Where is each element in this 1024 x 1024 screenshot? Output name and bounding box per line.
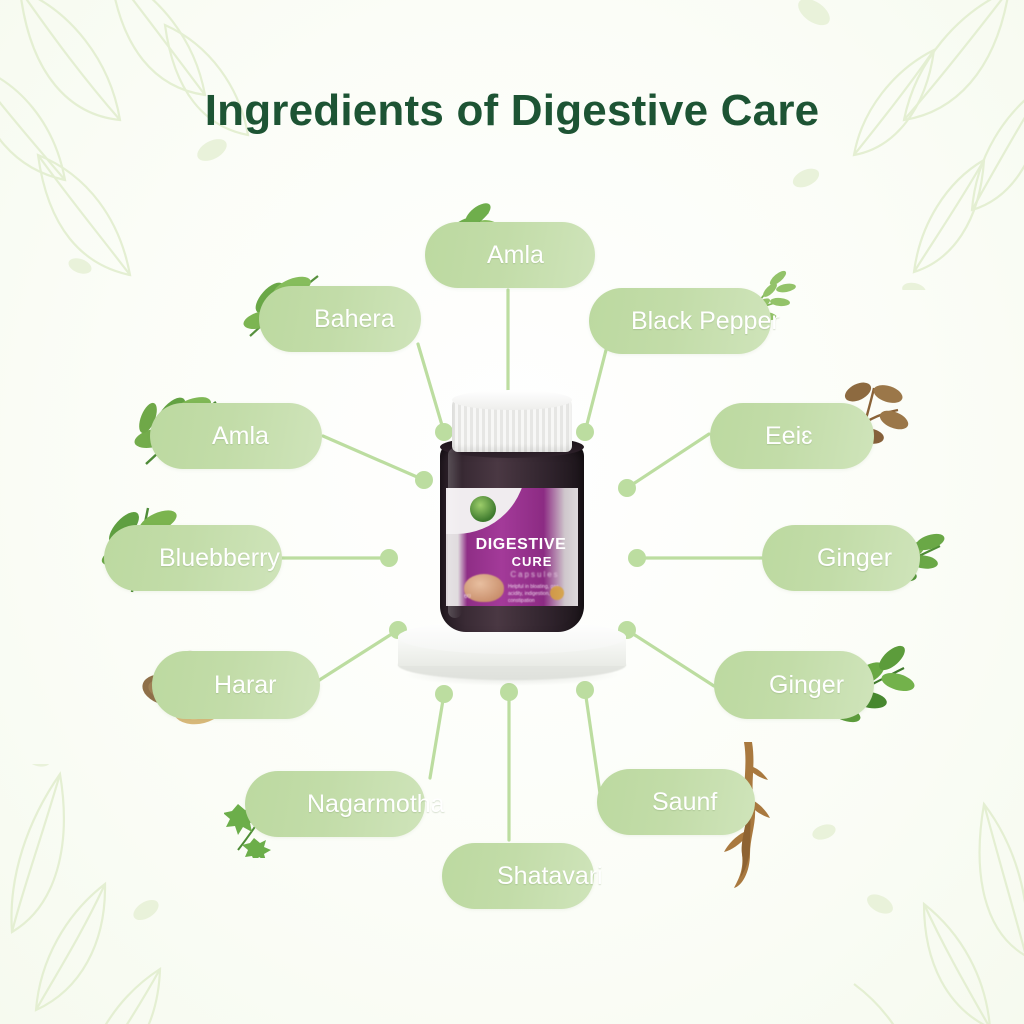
ingredient-pill-amla-top[interactable]: Amla bbox=[425, 222, 595, 288]
product-blurb: Helpful in bloating, gas, acidity, indig… bbox=[508, 584, 560, 604]
bottle-cap bbox=[452, 390, 572, 452]
brand-logo-icon bbox=[470, 496, 496, 522]
connector-dot bbox=[380, 549, 398, 567]
ingredient-label: Bluebberry bbox=[159, 543, 280, 572]
ingredient-label: Nagarmotha bbox=[307, 789, 445, 818]
ingredient-pill-eeie[interactable]: Eeiɛ bbox=[710, 403, 874, 469]
connector-dot bbox=[618, 479, 636, 497]
ingredient-pill-harar[interactable]: Harar bbox=[152, 651, 320, 719]
product-name-line2: CURE bbox=[511, 554, 553, 569]
ingredient-label: Ginger bbox=[817, 543, 893, 572]
product-podium bbox=[398, 620, 626, 686]
ingredient-label: Eeiɛ bbox=[765, 421, 813, 450]
connector-dot bbox=[628, 549, 646, 567]
ingredient-label: Black Pepper bbox=[631, 306, 780, 335]
connector-dot bbox=[415, 471, 433, 489]
ingredient-label: Amla bbox=[487, 240, 544, 269]
connector-dot bbox=[435, 423, 453, 441]
connector-dot bbox=[576, 681, 594, 699]
ingredient-pill-bahera[interactable]: Bahera bbox=[259, 286, 421, 352]
product-bottle[interactable]: DIGESTIVE CURE Capsules Helpful in bloat… bbox=[432, 390, 592, 636]
ingredient-pill-amla-left[interactable]: Amla bbox=[150, 403, 322, 469]
bottle-gloss bbox=[448, 448, 462, 618]
ingredient-pill-nagarmotha[interactable]: Nagarmotha bbox=[245, 771, 445, 837]
connector-dot bbox=[500, 683, 518, 701]
ingredient-label: Bahera bbox=[314, 304, 395, 333]
bottle-cap-top bbox=[452, 390, 572, 410]
ingredient-label: Amla bbox=[212, 421, 269, 450]
belly-illustration bbox=[464, 574, 504, 602]
product-name-line3: Capsules bbox=[510, 570, 560, 579]
ingredient-label: Shatavari bbox=[497, 861, 603, 890]
ingredient-pill-bluebberry[interactable]: Bluebberry bbox=[104, 525, 282, 591]
bottle-label: DIGESTIVE CURE Capsules Helpful in bloat… bbox=[446, 488, 578, 606]
ingredient-pill-shatavari[interactable]: Shatavari bbox=[442, 843, 603, 909]
ingredient-label: Harar bbox=[214, 670, 277, 699]
ingredient-pill-ginger-lower[interactable]: Ginger bbox=[714, 651, 874, 719]
product-count: 60 bbox=[464, 594, 471, 600]
page-title: Ingredients of Digestive Care bbox=[204, 86, 820, 135]
connector-dot bbox=[576, 423, 594, 441]
connector-dot bbox=[435, 685, 453, 703]
product-name-line1: DIGESTIVE bbox=[475, 536, 567, 553]
ingredient-pill-saunf[interactable]: Saunf bbox=[597, 769, 755, 835]
seal-icon bbox=[550, 586, 564, 600]
ingredient-label: Ginger bbox=[769, 670, 845, 699]
ingredient-label: Saunf bbox=[652, 787, 718, 816]
ingredient-pill-black-pepper[interactable]: Black Pepper bbox=[589, 288, 780, 354]
ingredient-pill-ginger-right[interactable]: Ginger bbox=[762, 525, 920, 591]
